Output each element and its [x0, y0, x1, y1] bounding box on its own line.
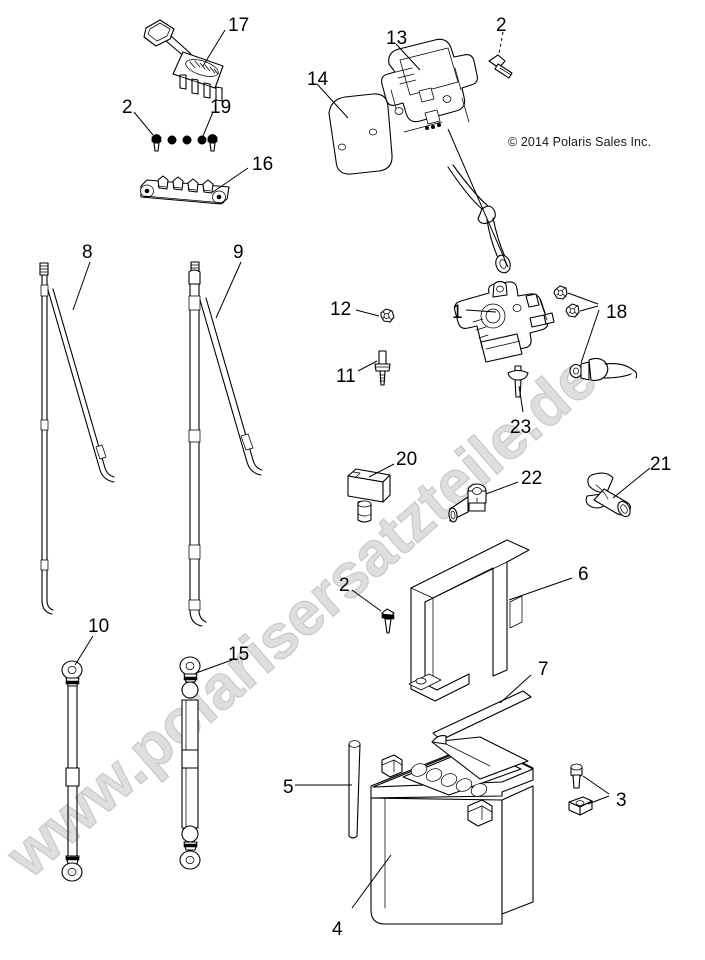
- callout-9: 9: [233, 242, 244, 263]
- callout-20: 20: [396, 449, 418, 470]
- leader-14: [316, 83, 349, 119]
- callout-12: 12: [330, 299, 352, 320]
- part-1-starter-solenoid: [454, 280, 555, 363]
- part-2-screw-top-right: [488, 54, 513, 79]
- part-13-control-module: [381, 38, 478, 133]
- part-2-screw-right: [207, 134, 218, 152]
- callout-1: 1: [452, 302, 463, 323]
- callout-17: 17: [228, 15, 250, 36]
- callout-23: 23: [510, 417, 532, 438]
- callout-19: 19: [210, 97, 232, 118]
- callout-10: 10: [88, 616, 110, 637]
- part-10-battery-cable: [61, 660, 83, 882]
- leader-4: [351, 854, 392, 909]
- callout-2-left: 2: [122, 97, 133, 118]
- leader-2-top-right: [498, 31, 504, 55]
- part-3-bolt-and-nut: [568, 763, 593, 816]
- leader-18a: [567, 292, 599, 305]
- leader-15: [195, 659, 233, 674]
- part-14-cover-plate: [328, 93, 393, 175]
- part-16-fuse-block: [140, 175, 230, 205]
- part-15-battery-cable: [179, 656, 201, 870]
- callout-11: 11: [336, 366, 356, 387]
- leader-21: [612, 467, 651, 499]
- leader-3a: [582, 775, 610, 795]
- leader-2-left: [133, 111, 154, 136]
- part-22-tee-connector: [448, 483, 487, 523]
- leader-13-to-ring: [447, 128, 509, 268]
- leader-17: [202, 29, 226, 67]
- leader-12: [355, 309, 380, 317]
- callout-15: 15: [228, 644, 250, 665]
- part-11-stud-bolt: [374, 350, 391, 386]
- callout-22: 22: [521, 468, 543, 489]
- callout-4: 4: [332, 919, 343, 940]
- leader-7: [499, 674, 532, 704]
- leader-1: [465, 309, 497, 313]
- part-8-wire-harness: [39, 262, 115, 615]
- part-20-relay-connector: [347, 468, 391, 523]
- part-21-boot-connector: [585, 472, 632, 518]
- leader-22: [485, 481, 519, 495]
- part-17-fuse-puller-tool: [143, 19, 224, 102]
- part-2-screw-bracket: [381, 608, 395, 634]
- leader-10: [74, 635, 94, 666]
- leader-6: [508, 577, 573, 601]
- leader-3b: [587, 795, 610, 805]
- leader-9: [215, 261, 242, 319]
- callout-8: 8: [82, 242, 93, 263]
- solenoid-lead-cable: [447, 164, 511, 274]
- part-18-terminal-boot: [569, 357, 638, 381]
- leader-18b: [579, 305, 599, 312]
- leader-2-bracket: [351, 589, 382, 612]
- leader-19: [202, 111, 214, 137]
- part-7-battery-pad: [432, 690, 532, 741]
- callout-2-bracket: 2: [339, 575, 350, 596]
- callout-3: 3: [616, 790, 627, 811]
- part-18-terminal-nuts: [553, 285, 580, 318]
- part-23-push-rivet: [507, 365, 529, 398]
- callout-5: 5: [283, 777, 294, 798]
- copyright-notice: © 2014 Polaris Sales Inc.: [508, 135, 652, 149]
- leader-8: [72, 261, 91, 311]
- part-6-holddown-bracket: [408, 539, 530, 702]
- part-2-screw-left: [151, 134, 162, 152]
- part-5-vent-tube: [348, 740, 361, 839]
- part-12-nut: [380, 308, 395, 323]
- part-9-wire-harness: [188, 261, 263, 627]
- leader-23: [518, 385, 524, 413]
- part-4-battery: [370, 735, 534, 925]
- leader-11: [357, 360, 378, 372]
- callout-18: 18: [606, 302, 628, 323]
- callout-16: 16: [252, 154, 274, 175]
- leader-20: [368, 463, 395, 478]
- callout-7: 7: [538, 659, 549, 680]
- callout-13: 13: [386, 28, 408, 49]
- part-19-rivets: [167, 135, 207, 145]
- leader-16: [212, 167, 249, 193]
- callout-21: 21: [650, 454, 672, 475]
- callout-14: 14: [307, 69, 329, 90]
- leader-13: [395, 43, 421, 71]
- callout-6: 6: [578, 564, 589, 585]
- leader-18c: [580, 309, 600, 364]
- callout-2-top-right: 2: [496, 15, 507, 36]
